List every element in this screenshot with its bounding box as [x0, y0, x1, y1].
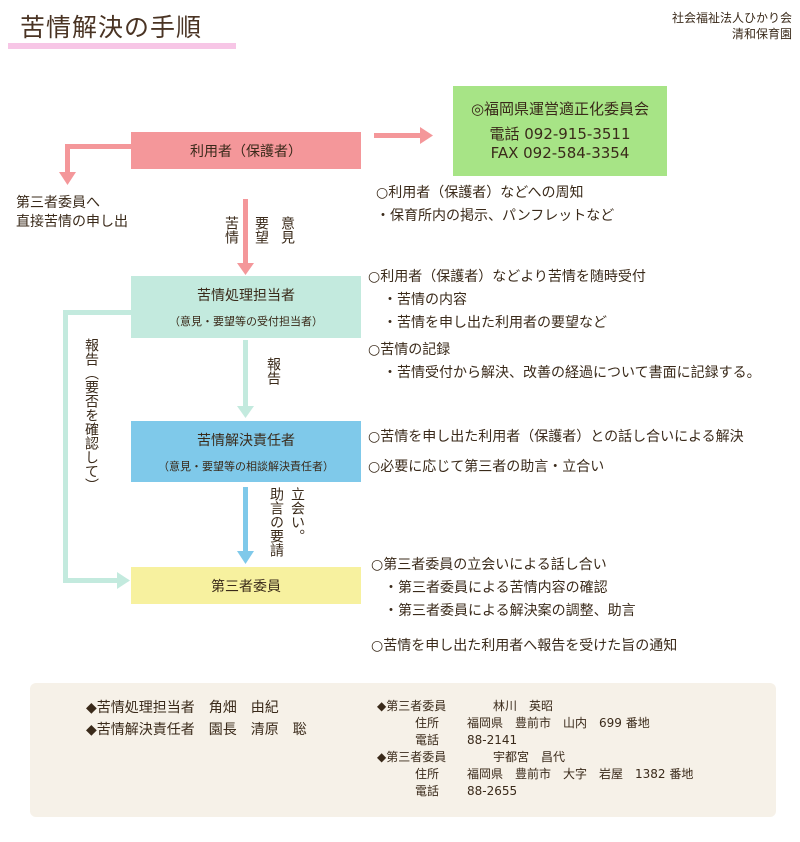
handler-box: 苦情処理担当者 （意見・要望等の受付担当者）	[131, 276, 361, 338]
org-name: 社会福祉法人ひかり会	[671, 11, 792, 25]
member1-tel-row: 電話 88-2141	[377, 732, 693, 749]
note-line: ・第三者委員による苦情内容の確認	[384, 580, 608, 596]
notes-record: ○苦情の記録 ・苦情受付から解決、改善の経過について書面に記録する。	[368, 339, 761, 385]
footer-staff: ◆苦情処理担当者 角畑 由紀 ◆苦情解決責任者 園長 清原 聡	[86, 697, 307, 741]
arrow-direct-third-party	[59, 144, 131, 185]
notes-notify: ○苦情を申し出た利用者へ報告を受けた旨の通知	[371, 638, 678, 654]
member1-address: 福岡県 豊前市 山内 699 番地	[467, 716, 650, 730]
organization: 社会福祉法人ひかり会 清和保育園	[672, 10, 792, 42]
arrow-label-confirm-report: 報告（要否を確認して）	[83, 338, 99, 492]
contact-footer	[30, 683, 776, 817]
note-line: ○苦情を申し出た利用者（保護者）との話し合いによる解決	[368, 429, 744, 445]
arrow-user-to-handler	[237, 199, 254, 275]
member2-address-label: 住所	[415, 767, 440, 781]
user-label: 利用者（保護者）	[190, 143, 302, 160]
member2-row: ◆第三者委員 宇都宮 昌代	[377, 749, 693, 766]
member2-name: 宇都宮 昌代	[493, 750, 566, 764]
agency-tel: 電話 092-915-3511	[489, 124, 631, 143]
notes-responsible: ○苦情を申し出た利用者（保護者）との話し合いによる解決 ○必要に応じて第三者の助…	[368, 422, 744, 482]
responsible-sub: （意見・要望等の相談解決責任者）	[158, 459, 334, 473]
arrow-label-request: 要望	[253, 216, 269, 244]
user-box: 利用者（保護者）	[131, 132, 361, 169]
arrow-label-report: 報告	[265, 357, 281, 385]
agency-fax: FAX 092-584-3354	[490, 143, 630, 162]
arrow-to-agency	[374, 127, 433, 144]
arrow-handler-to-responsible	[237, 340, 254, 418]
notes-handler: ○利用者（保護者）などより苦情を随時受付 ・苦情の内容 ・苦情を申し出た利用者の…	[368, 266, 646, 335]
note-line: ・苦情受付から解決、改善の経過について書面に記録する。	[383, 365, 761, 381]
handler-sub: （意見・要望等の受付担当者）	[169, 315, 323, 328]
notes-user: ○利用者（保護者）などへの周知 ・保育所内の掲示、パンフレットなど	[376, 182, 614, 228]
member1-tel-label: 電話	[415, 733, 440, 747]
member2-tel-row: 電話 88-2655	[377, 783, 693, 800]
footer-handler: ◆苦情処理担当者 角畑 由紀	[86, 700, 279, 716]
footer-third-party-members: ◆第三者委員 林川 英昭 住所 福岡県 豊前市 山内 699 番地 電話 88-…	[377, 698, 693, 800]
responsible-box: 苦情解決責任者 （意見・要望等の相談解決責任者）	[131, 421, 361, 482]
member1-tel: 88-2141	[467, 733, 518, 747]
arrow-label-complaint: 苦情	[223, 216, 239, 244]
member2-address-row: 住所 福岡県 豊前市 大字 岩屋 1382 番地	[377, 766, 693, 783]
arrow-label-attend: 立会い。	[289, 487, 305, 543]
agency-box: ◎福岡県運営適正化委員会 電話 092-915-3511 FAX 092-584…	[453, 86, 667, 176]
footer-responsible: ◆苦情解決責任者 園長 清原 聡	[86, 722, 307, 738]
arrow-responsible-to-third	[237, 487, 254, 564]
arrow-handler-to-third-loop	[63, 310, 131, 589]
member2-address: 福岡県 豊前市 大字 岩屋 1382 番地	[467, 767, 694, 781]
note-line: ○利用者（保護者）などへの周知	[376, 185, 584, 201]
note-line: ○利用者（保護者）などより苦情を随時受付	[368, 269, 646, 285]
member1-address-label: 住所	[415, 716, 440, 730]
member1-name: 林川 英昭	[493, 699, 554, 713]
note-line: ・第三者委員による解決案の調整、助言	[384, 603, 636, 619]
note-line: ○必要に応じて第三者の助言・立合い	[368, 459, 605, 475]
note-line: ・苦情の内容	[383, 292, 467, 308]
note-line: ○苦情の記録	[368, 342, 451, 358]
member1-role: ◆第三者委員	[377, 699, 447, 713]
agency-name: ◎福岡県運営適正化委員会	[470, 99, 650, 118]
member2-tel-label: 電話	[415, 784, 440, 798]
third-party-label: 第三者委員	[211, 578, 281, 595]
note-line: ○第三者委員の立会いによる話し合い	[371, 557, 607, 573]
direct-label-line1: 第三者委員へ	[16, 195, 100, 211]
direct-label-line2: 直接苦情の申し出	[16, 214, 128, 230]
member1-row: ◆第三者委員 林川 英昭	[377, 698, 693, 715]
notes-third-party: ○第三者委員の立会いによる話し合い ・第三者委員による苦情内容の確認 ・第三者委…	[371, 554, 636, 623]
arrow-label-opinion: 意見	[279, 216, 295, 244]
handler-name: 苦情処理担当者	[197, 288, 295, 304]
direct-complaint-label: 第三者委員へ 直接苦情の申し出	[16, 194, 128, 232]
arrow-label-advice: 助言の要請	[268, 487, 284, 557]
member2-tel: 88-2655	[467, 784, 518, 798]
responsible-name: 苦情解決責任者	[197, 432, 295, 449]
third-party-box: 第三者委員	[131, 567, 361, 604]
page-title: 苦情解決の手順	[20, 13, 203, 42]
member2-role: ◆第三者委員	[377, 750, 447, 764]
member1-address-row: 住所 福岡県 豊前市 山内 699 番地	[377, 715, 693, 732]
note-line: ・苦情を申し出た利用者の要望など	[383, 315, 607, 331]
title-underline	[8, 43, 236, 49]
facility-name: 清和保育園	[731, 27, 792, 41]
note-line: ・保育所内の掲示、パンフレットなど	[376, 208, 615, 224]
